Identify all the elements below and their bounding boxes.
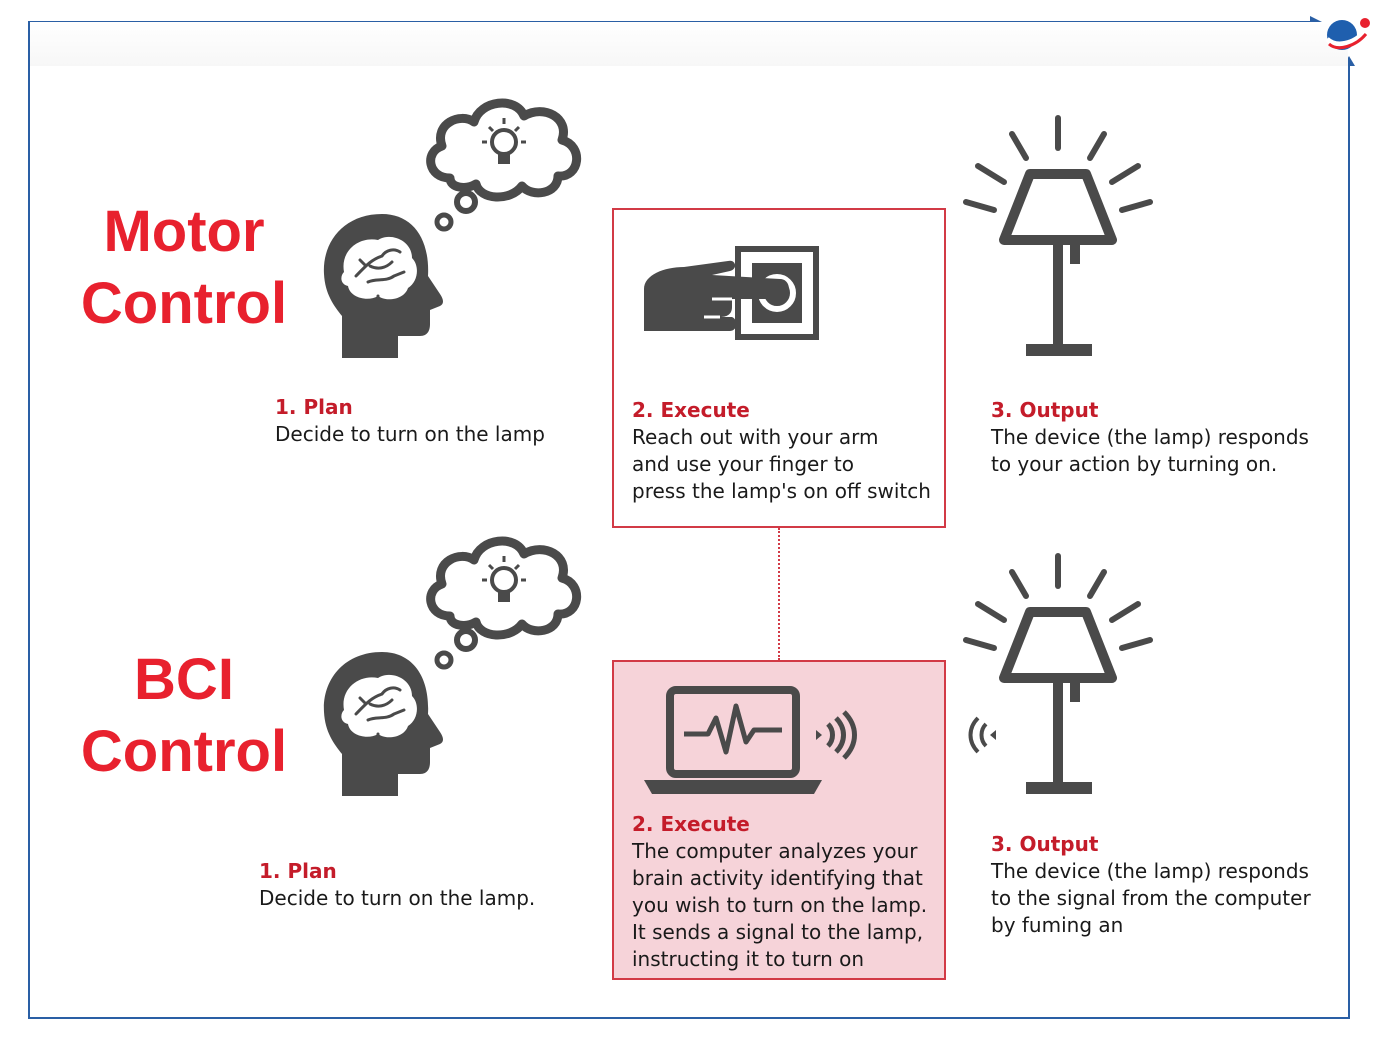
motor-output-text: The device (the lamp) responds to your a…: [991, 425, 1309, 476]
motor-output-heading: 3. Output: [991, 398, 1099, 422]
motor-plan-heading: 1. Plan: [275, 395, 353, 419]
lamp-glowing-icon: [963, 115, 1153, 356]
frame-right: [1348, 62, 1350, 1019]
execute-connector-line: [778, 528, 780, 660]
thought-cloud-bulb-icon: [426, 98, 582, 232]
lamp-glowing-icon: [963, 553, 1153, 794]
motor-execute-step: 2. Execute Reach out with your arm and u…: [632, 397, 942, 505]
globe-swoosh-logo: [1325, 18, 1370, 50]
header-band: [30, 22, 1348, 66]
bci-plan-step: 1. Plan Decide to turn on the lamp.: [259, 858, 599, 912]
bci-output-heading: 3. Output: [991, 832, 1099, 856]
bci-output-text: The device (the lamp) responds to the si…: [991, 859, 1311, 937]
bci-output-step: 3. Output The device (the lamp) responds…: [991, 831, 1341, 939]
bci-execute-text: The computer analyzes your brain activit…: [632, 839, 928, 971]
motor-plan-step: 1. Plan Decide to turn on the lamp: [275, 394, 605, 448]
motor-title-line1: Motor: [103, 199, 265, 264]
bci-plan-text: Decide to turn on the lamp.: [259, 886, 536, 910]
bci-title-line1: BCI: [134, 647, 234, 712]
bci-execute-step: 2. Execute The computer analyzes your br…: [632, 811, 942, 973]
motor-plan-text: Decide to turn on the lamp: [275, 422, 545, 446]
wireless-signal-icon: [816, 710, 857, 760]
laptop-heartbeat-icon: [644, 686, 822, 794]
thought-cloud-bulb-icon: [426, 536, 582, 670]
bci-execute-heading: 2. Execute: [632, 812, 750, 836]
finger-press-switch-icon: [644, 246, 819, 340]
bci-title-line2: Control: [80, 719, 288, 784]
motor-title-line2: Control: [80, 271, 288, 336]
motor-control-title: Motor Control: [54, 196, 314, 340]
motor-execute-heading: 2. Execute: [632, 398, 750, 422]
bci-plan-heading: 1. Plan: [259, 859, 337, 883]
motor-output-step: 3. Output The device (the lamp) responds…: [991, 397, 1341, 478]
frame-bottom: [28, 1017, 1350, 1019]
motor-execute-text: Reach out with your arm and use your fin…: [632, 425, 931, 503]
frame-left: [28, 21, 30, 1019]
head-brain-icon: [323, 652, 443, 796]
head-brain-icon: [323, 214, 443, 358]
wireless-signal-icon: [968, 716, 996, 754]
bci-control-title: BCI Control: [54, 644, 314, 788]
motor-execute-box: [612, 208, 946, 528]
